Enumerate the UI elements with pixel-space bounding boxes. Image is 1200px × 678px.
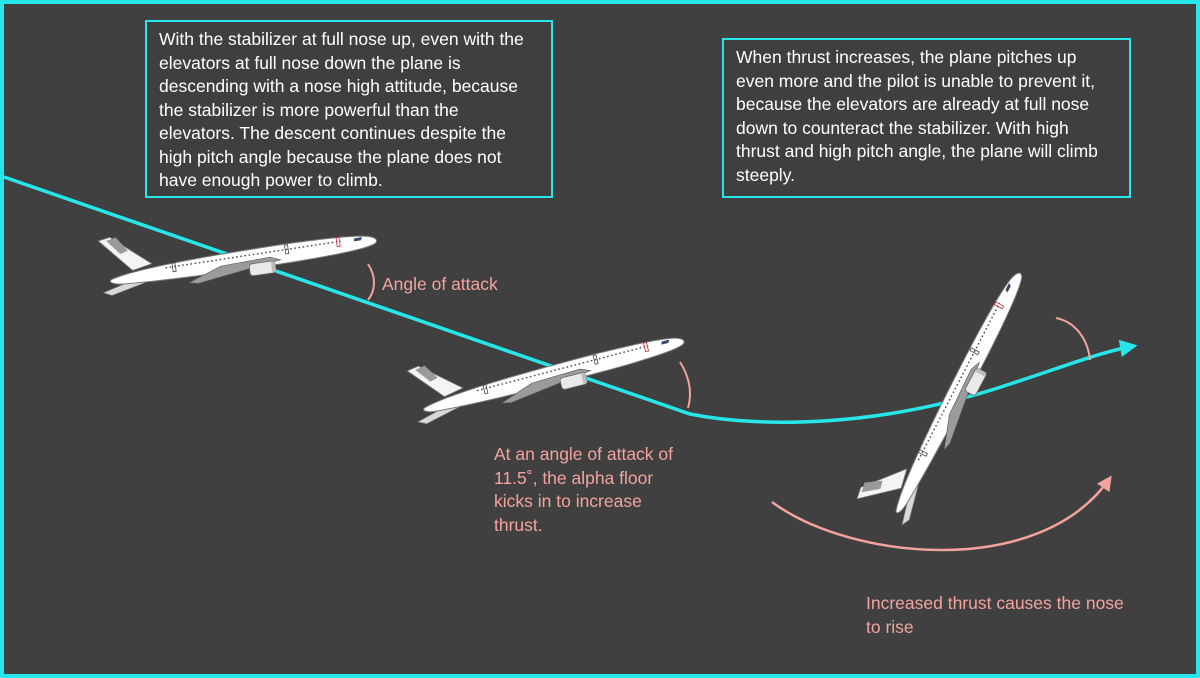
thrust-arrow [771, 475, 1112, 552]
airplane-1 [95, 199, 380, 298]
airplane-3 [853, 253, 1037, 528]
angle-of-attack-label: Angle of attack [382, 274, 498, 294]
explanation-box-stabilizer: With the stabilizer at full nose up, eve… [145, 20, 553, 198]
angle-arc-1 [367, 263, 375, 301]
explanation-box-thrust: When thrust increases, the plane pitches… [722, 38, 1131, 198]
alpha-floor-label: At an angle of attack of 11.5˚, the alph… [494, 444, 674, 535]
angle-arc-3 [1055, 317, 1091, 361]
thrust-nose-label: Increased thrust causes the nose to rise [866, 593, 1124, 637]
angle-arc-2 [679, 361, 691, 409]
